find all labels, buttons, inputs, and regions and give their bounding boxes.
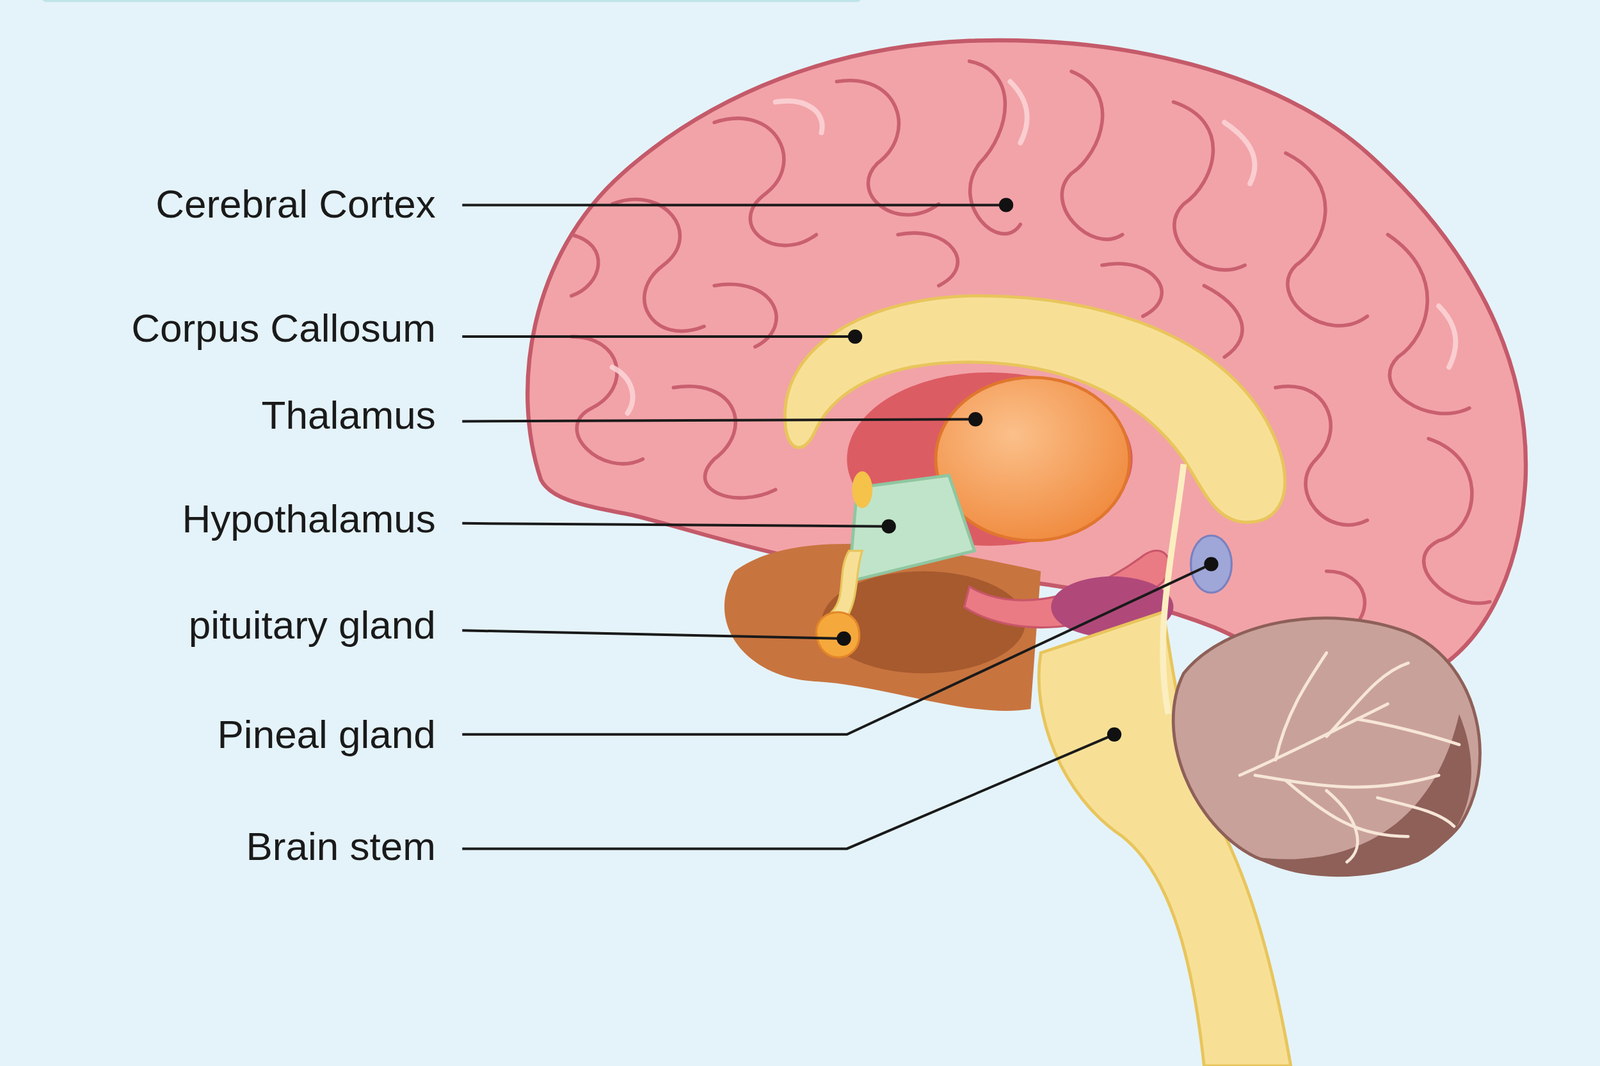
highlight [1438,305,1456,368]
part-label: Hypothalamus [181,495,436,543]
leader-lines [462,204,1211,849]
part-label: Thalamus [261,391,436,440]
leader-dot [968,412,983,427]
part-label: Corpus Callosum [131,304,436,352]
gyri [571,61,1490,633]
gyrus [1102,263,1162,317]
leader-line [462,630,844,639]
part-label: Cerebral Cortex [155,180,436,228]
pituitary [816,612,860,658]
cerebellum-base [1255,714,1472,877]
gyrus [836,80,939,216]
leader-line [462,203,1007,207]
branch [1239,704,1388,776]
leader-dot [881,519,896,534]
arbor-vitae [1239,652,1460,863]
part-label: Pineal gland [217,711,436,759]
leader-line [462,335,856,338]
highlight [775,101,823,133]
gyrus [1203,285,1243,358]
top-band [40,0,863,2]
gyrus [1285,152,1368,326]
pituitary-stalk [831,551,863,618]
leader-dot [999,197,1014,212]
branch [1285,780,1408,838]
part-label: Brain stem [245,823,436,871]
gyrus [571,234,599,297]
part-label: pituitary gland [188,601,436,649]
leader-dot [848,329,863,344]
branch [1255,775,1439,788]
thalamus-shape [935,377,1130,541]
branch [1326,791,1358,863]
highlight [1009,81,1027,144]
gyrus [612,199,704,332]
gyrus [1061,71,1122,240]
leader-dots [836,197,1218,742]
leader-line [462,564,1211,735]
gyrus [1424,439,1490,604]
gyrus [673,386,776,498]
highlight [612,367,633,414]
diencephalon [846,372,1133,546]
highlight [1224,122,1255,184]
gyrus [571,336,644,464]
branch [1357,719,1460,745]
branch [1275,652,1327,760]
leader-line [462,523,889,527]
gyrus [1275,386,1368,526]
optic-chiasm [851,471,873,509]
gyrus [714,118,816,246]
leader-dot [1203,556,1218,571]
leader-line [462,734,1115,850]
leader-line [462,419,976,422]
gyrus [1387,234,1470,415]
leader-dot [836,631,851,646]
branch [1377,798,1455,827]
pineal [1191,535,1232,593]
gyrus [897,232,958,286]
leader-dot [1107,727,1122,742]
